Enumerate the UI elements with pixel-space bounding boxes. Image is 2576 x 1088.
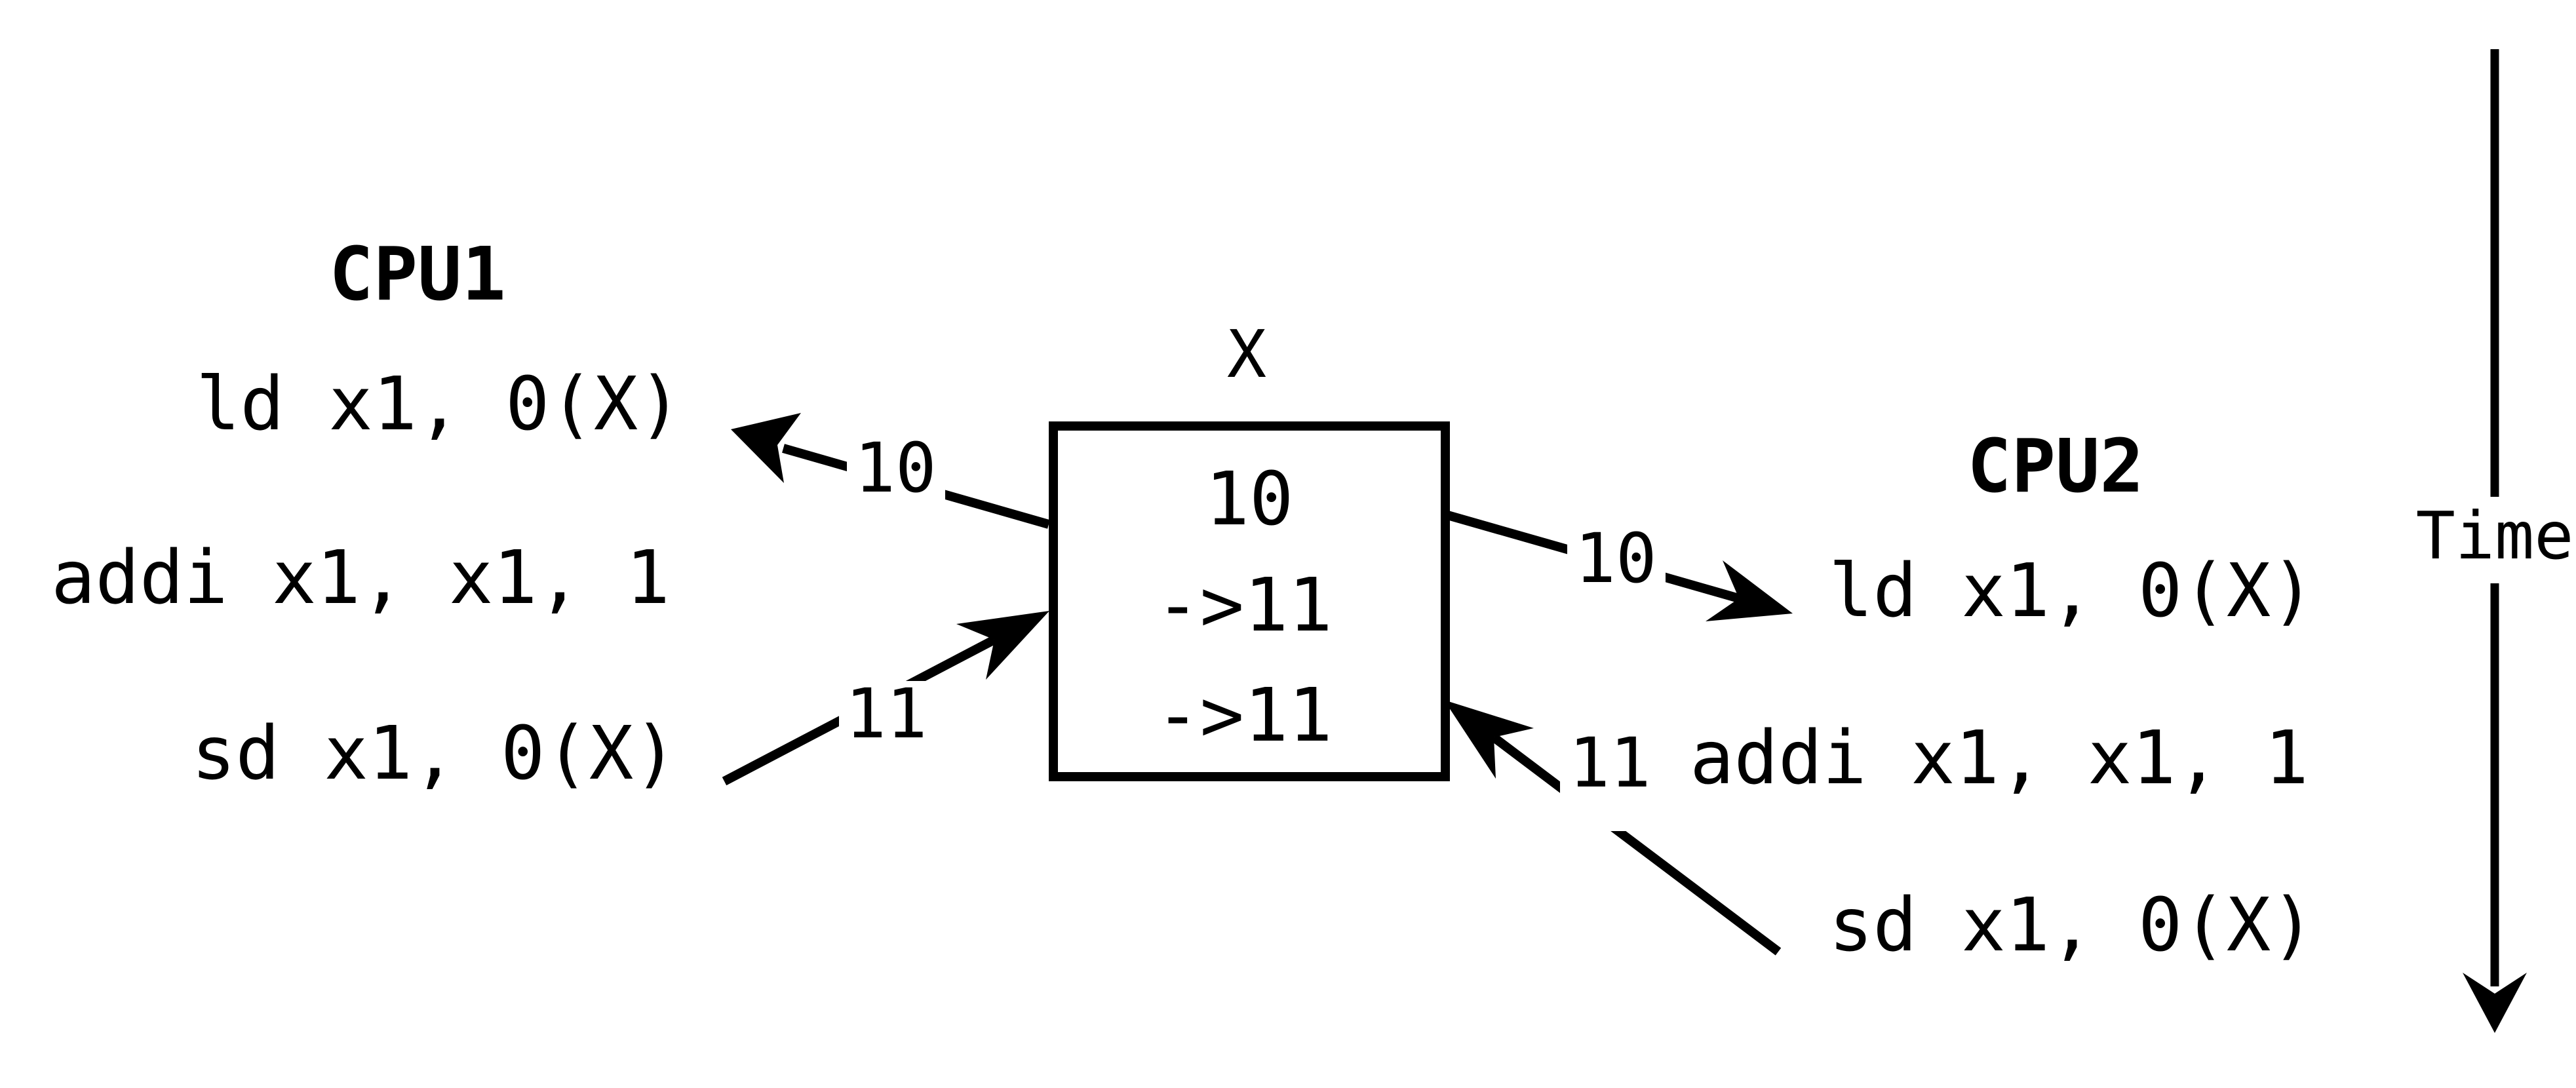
cpu1-store-label-mask [839, 681, 935, 747]
cpu2-label: CPU2 [1967, 424, 2144, 509]
time-axis-arrowhead-icon [2463, 973, 2527, 1033]
cpu2-load-label-mask [1567, 524, 1666, 593]
cpu1-load-value-label: 10 [854, 428, 936, 508]
cpu2-instruction-addi: addi x1, x1, 1 [1690, 716, 2309, 801]
cpu1-instruction-load: ld x1, 0(X) [196, 362, 682, 447]
time-label-mask [2408, 497, 2576, 583]
cpu1-instruction-addi: addi x1, x1, 1 [51, 535, 670, 621]
cpu2-store-value-label: 11 [1569, 723, 1650, 803]
cpu1-store-value-label: 11 [845, 674, 927, 754]
cpu2-store-label-mask [1560, 733, 1673, 831]
cpu2-instruction-load: ld x1, 0(X) [1829, 549, 2315, 634]
cpu2-load-value-label: 10 [1574, 518, 1656, 598]
memory-box-label: X [1227, 316, 1266, 393]
cpu2-store-arrowhead-icon [1444, 700, 1534, 779]
cpu1-label: CPU1 [329, 232, 506, 317]
memory-value-update-1: ->11 [1156, 563, 1333, 648]
cpu2-instruction-store: sd x1, 0(X) [1829, 883, 2315, 968]
cpu1-load-arrowhead-icon [731, 413, 801, 483]
memory-value-initial: 10 [1205, 457, 1294, 542]
cpu1-store-arrowhead-icon [956, 611, 1049, 680]
cpu1-instruction-store: sd x1, 0(X) [191, 711, 678, 796]
cpu2-load-arrowhead-icon [1706, 560, 1793, 621]
memory-box [1049, 421, 1450, 781]
cpu2-store-arrow-shaft [1491, 733, 1782, 956]
time-axis-label: Time [2416, 497, 2574, 574]
cpu1-load-label-mask [847, 433, 945, 501]
memory-value-update-2: ->11 [1156, 673, 1333, 758]
